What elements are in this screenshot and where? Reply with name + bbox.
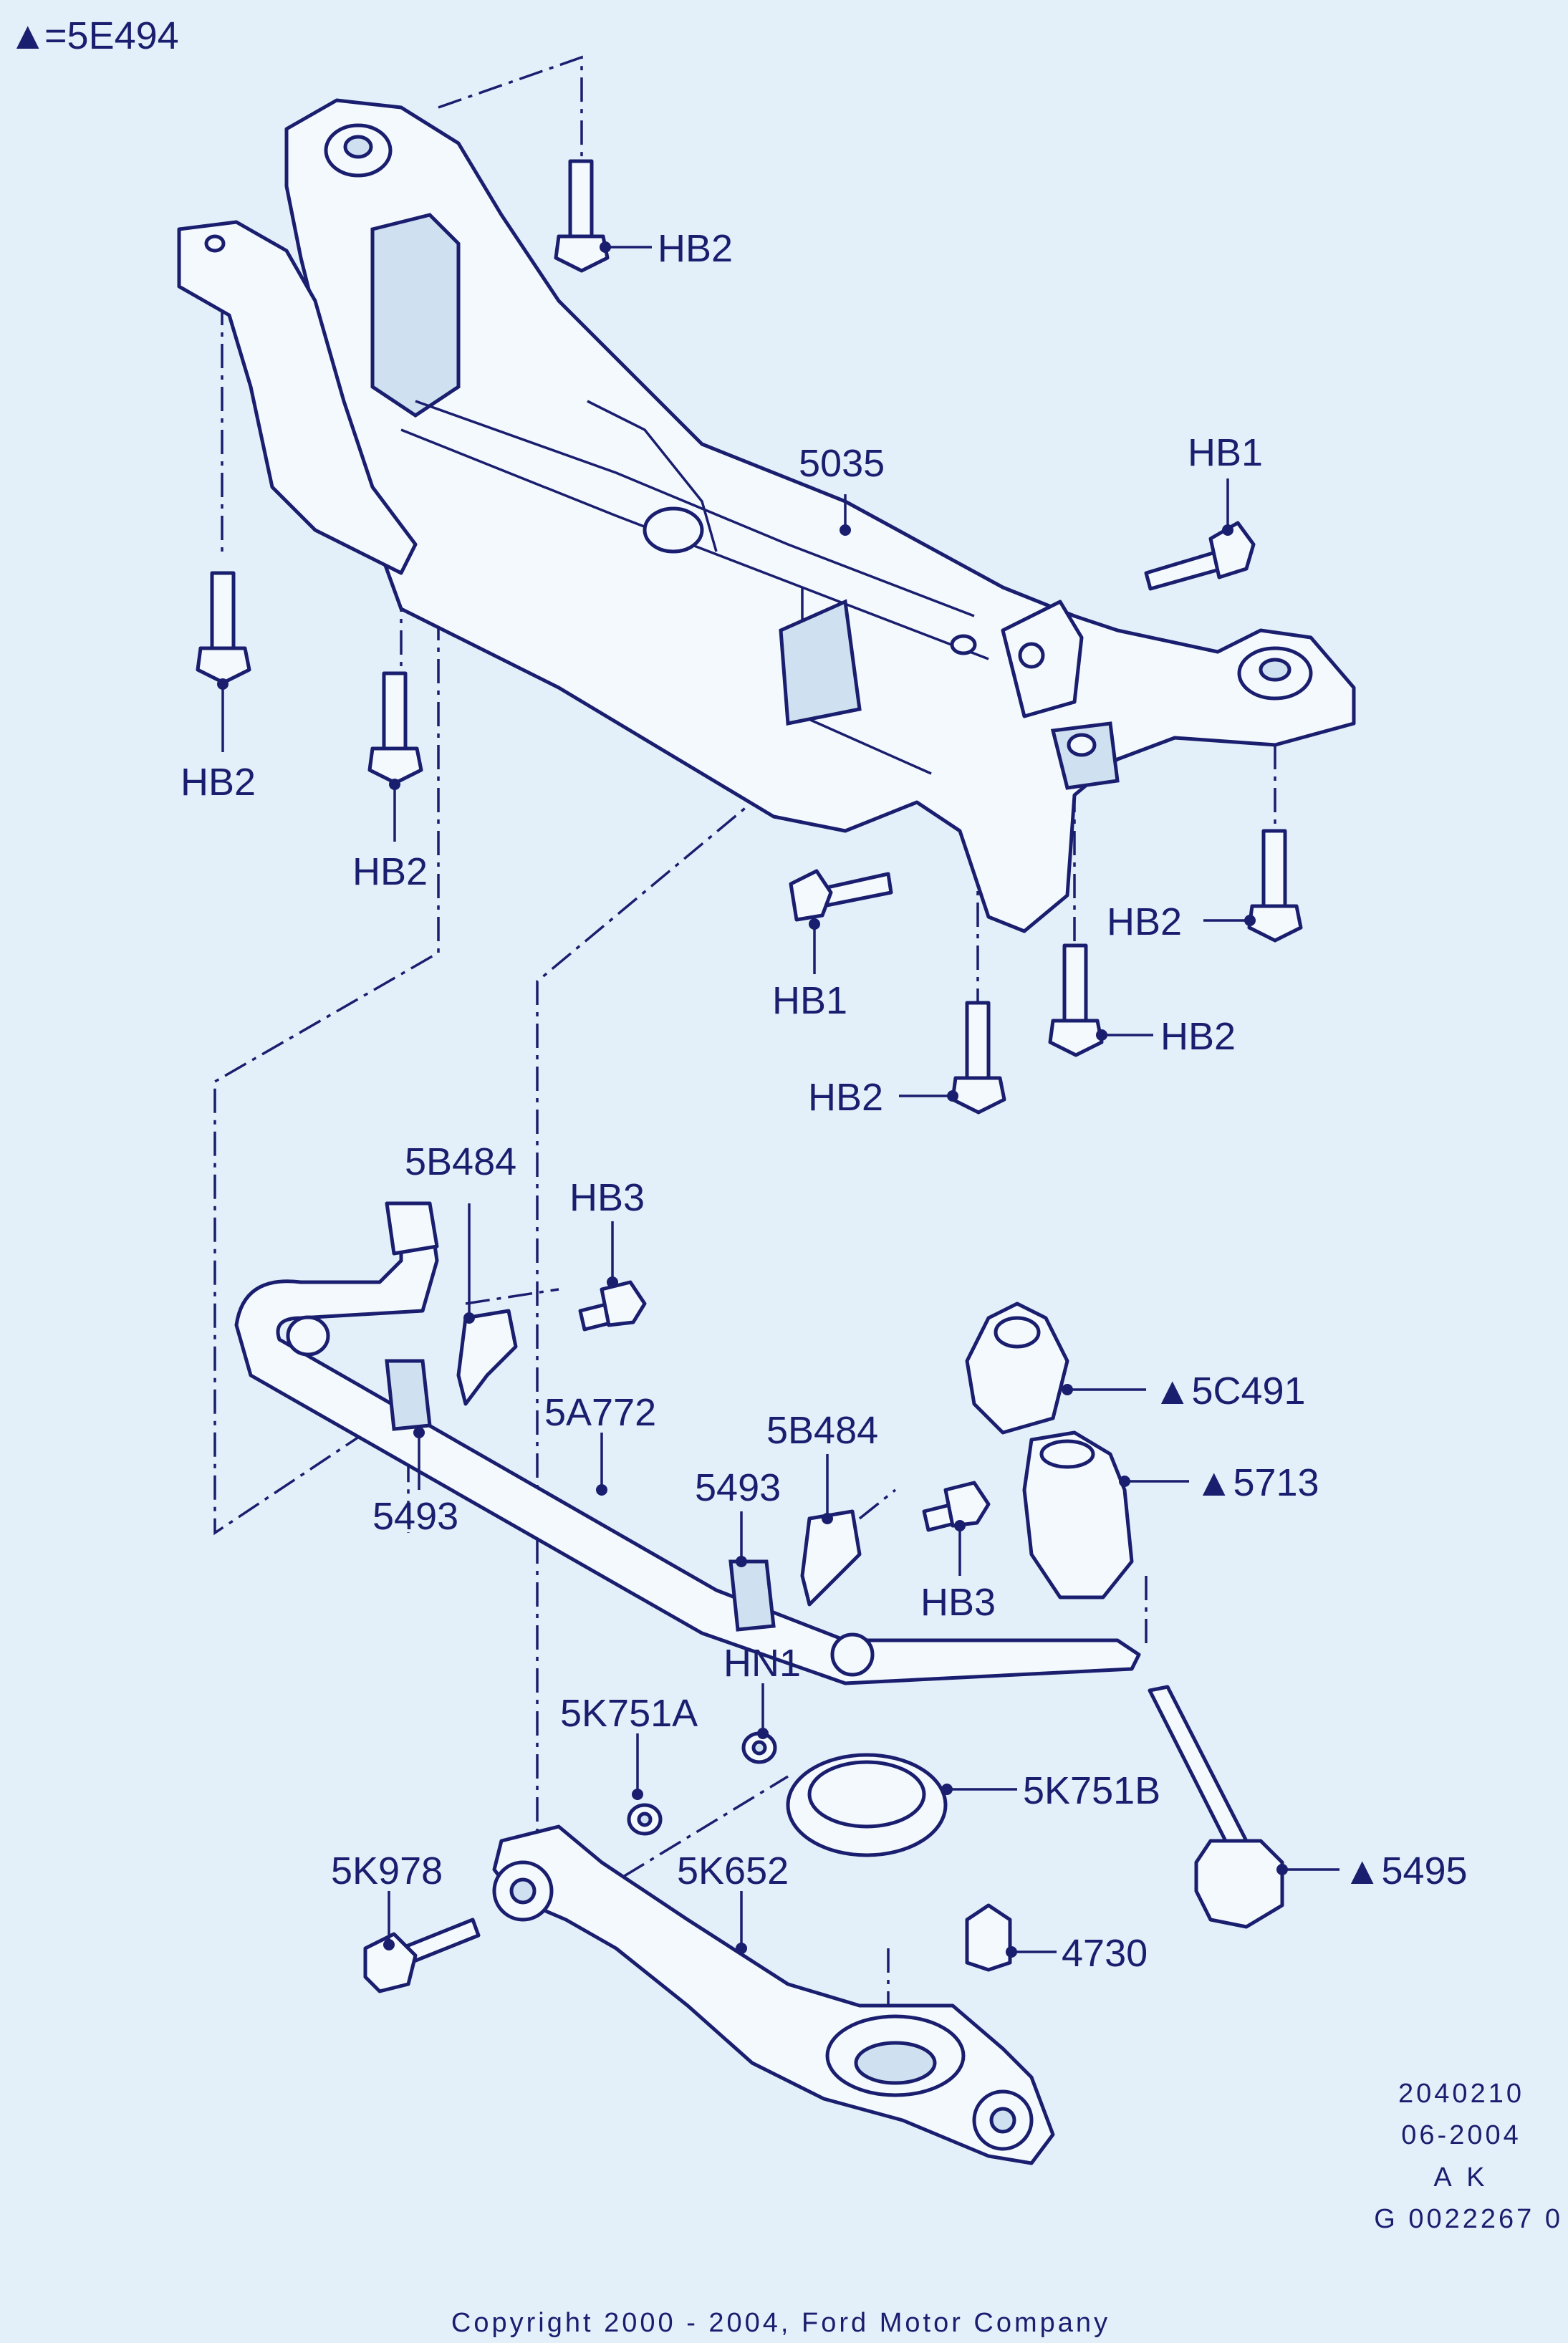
legend: ▲ =5E494 <box>9 14 179 57</box>
washer-5k751a <box>627 1803 663 1836</box>
bolt-hb1-mid <box>789 869 893 922</box>
callout-hb2-top: HB2 <box>658 227 733 270</box>
callout-leaders <box>217 241 1339 1958</box>
shock-5495 <box>1148 1685 1284 1929</box>
info-block: 2040210 06-2004 A K G 0022267 0 <box>1374 2079 1563 2234</box>
callout-4730: 4730 <box>1062 1932 1148 1975</box>
callout-5713: ▲5713 <box>1195 1461 1319 1504</box>
spring-seat-5k751b <box>786 1753 948 1857</box>
callout-5k652: 5K652 <box>677 1849 789 1892</box>
lower-arm-5k652 <box>492 1824 1055 2165</box>
info-initials: A K <box>1433 2162 1488 2193</box>
info-code: 2040210 <box>1398 2079 1524 2109</box>
callout-hb3-a: HB3 <box>569 1176 645 1219</box>
callout-5493-b: 5493 <box>695 1466 781 1509</box>
bolt-hb2-top <box>554 159 610 273</box>
copyright: Copyright 2000 - 2004, Ford Motor Compan… <box>451 2308 1110 2338</box>
bolt-hb2-right2 <box>1048 943 1104 1057</box>
subframe-bolts <box>196 159 1303 1115</box>
callout-labels: HB2 5035 HB1 HB2 HB2 HB1 HB2 HB2 HB2 5B4… <box>181 227 1468 1975</box>
callout-hb2-left2: HB2 <box>352 850 428 893</box>
legend-text: =5E494 <box>44 14 179 57</box>
bolt-hb2-right1 <box>1247 829 1303 943</box>
legend-marker: ▲ <box>9 14 47 57</box>
callout-5b484-a: 5B484 <box>405 1140 516 1183</box>
callout-5035: 5035 <box>799 442 885 485</box>
stabilizer-bar-5a772 <box>234 1201 1141 1685</box>
callout-5c491: ▲5C491 <box>1153 1370 1306 1413</box>
callout-hb1-mid: HB1 <box>772 979 847 1022</box>
callout-5b484-b: 5B484 <box>766 1409 878 1452</box>
callout-hn1: HN1 <box>723 1642 801 1685</box>
callout-5495: ▲5495 <box>1343 1849 1468 1892</box>
bolt-hb2-mid <box>951 1001 1006 1115</box>
bolt-5k978 <box>363 1918 481 1993</box>
callout-5493-a: 5493 <box>372 1495 458 1538</box>
callout-hb2-left1: HB2 <box>181 761 256 804</box>
info-date: 06-2004 <box>1401 2120 1521 2150</box>
callout-hb2-right1: HB2 <box>1107 900 1182 943</box>
brackets-5b484 <box>456 1309 862 1607</box>
callout-5k751b: 5K751B <box>1023 1769 1160 1812</box>
info-ref: G 0022267 0 <box>1374 2204 1563 2234</box>
bolt-hb1-right <box>1144 521 1256 591</box>
callout-hb2-right2: HB2 <box>1160 1015 1236 1058</box>
callout-5k751a: 5K751A <box>560 1692 698 1735</box>
bolt-hb2-left2 <box>367 671 423 785</box>
callout-hb3-b: HB3 <box>920 1581 996 1624</box>
bump-stop-5713 <box>1022 1430 1134 1599</box>
bump-4730 <box>965 1903 1012 1972</box>
bolts-hb3 <box>578 1280 991 1532</box>
callout-hb2-mid: HB2 <box>808 1076 883 1119</box>
shock-mount-5c491 <box>965 1302 1069 1435</box>
subframe-5035 <box>177 98 1356 933</box>
bolt-hb2-left1 <box>196 571 251 685</box>
callout-5k978: 5K978 <box>331 1849 443 1892</box>
callout-hb1-right: HB1 <box>1188 431 1263 474</box>
callout-5a772: 5A772 <box>544 1391 656 1434</box>
